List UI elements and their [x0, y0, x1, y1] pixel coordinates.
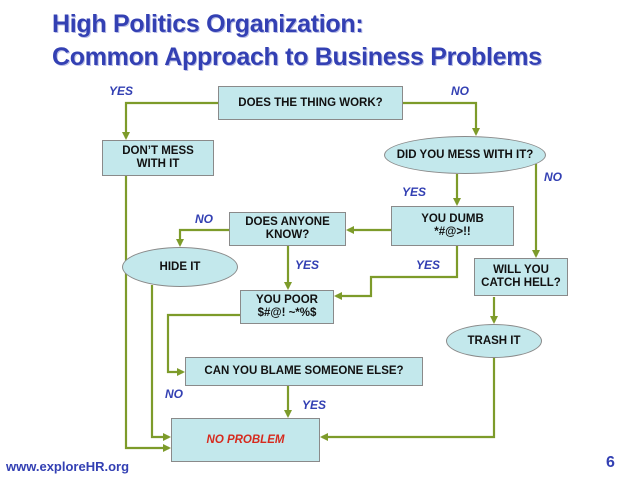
arrow-you-poor-to-blame [166, 313, 240, 376]
title-line-2: Common Approach to Business Problems [52, 43, 542, 71]
label-no-blame: NO [165, 387, 183, 401]
node-hide-it: HIDE IT [122, 247, 238, 287]
node-no-problem: NO PROBLEM [171, 418, 320, 462]
arrow-does-anyone-to-hide-it [176, 228, 229, 247]
label-yes-dumb: YES [416, 258, 441, 272]
arrow-yes-to-dont-mess [122, 101, 218, 140]
node-will-you-catch-hell: WILL YOU CATCH HELL? [474, 258, 568, 296]
arrow-hide-it-to-no-problem [150, 285, 171, 441]
title-line-1: High Politics Organization: [52, 10, 364, 38]
node-dont-mess-with-it: DON’T MESS WITH IT [102, 140, 214, 176]
arrow-dont-mess-to-no-problem [124, 176, 171, 452]
footer-url: www.exploreHR.org [6, 459, 130, 474]
node-can-you-blame-someone-else: CAN YOU BLAME SOMEONE ELSE? [185, 357, 423, 386]
label-yes-blame: YES [302, 398, 327, 412]
label-no-right: NO [544, 170, 562, 184]
label-yes-anyone: YES [295, 258, 320, 272]
arrow-no-to-did-mess [403, 101, 480, 136]
label-no-top: NO [451, 84, 469, 98]
page-number: 6 [606, 454, 615, 471]
label-yes-mid: YES [402, 185, 427, 199]
node-no-problem-label: NO PROBLEM [206, 433, 285, 446]
node-does-the-thing-work: DOES THE THING WORK? [218, 86, 403, 120]
node-does-anyone-know: DOES ANYONE KNOW? [229, 212, 346, 246]
arrow-you-dumb-to-you-poor [334, 246, 459, 300]
node-did-you-mess-with-it: DID YOU MESS WITH IT? [384, 136, 546, 174]
node-trash-it: TRASH IT [446, 324, 542, 358]
node-you-dumb: YOU DUMB *#@>!! [391, 206, 514, 246]
arrow-trash-it-to-no-problem [320, 355, 496, 441]
node-you-poor: YOU POOR $#@! ~*%$ [240, 290, 334, 324]
label-yes-top: YES [109, 84, 134, 98]
label-no-anyone: NO [195, 212, 213, 226]
